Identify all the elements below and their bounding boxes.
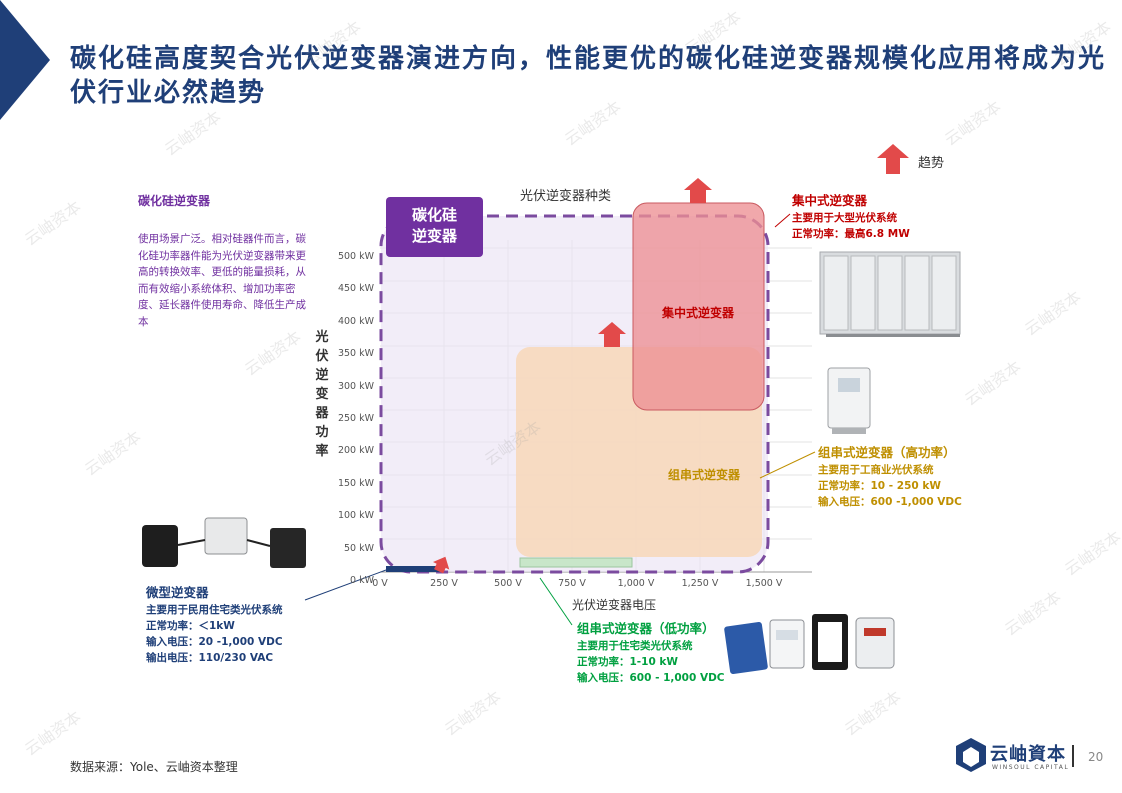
micro-info-line: 输出电压：110/230 VAC	[146, 652, 274, 664]
central-callout-line	[774, 213, 791, 228]
central-info-line: 正常功率：最高6.8 MW	[792, 228, 910, 240]
x-tick: 1,500 V	[745, 578, 783, 589]
micro-callout-line	[304, 569, 387, 601]
string-low-callout-line	[539, 577, 573, 626]
central-region-label: 集中式逆变器	[662, 306, 735, 320]
string-high-info-line: 输入电压：600 -1,000 VDC	[818, 496, 962, 508]
y-tick: 0 kW	[350, 575, 374, 587]
string-low-inverter-image	[724, 614, 895, 675]
data-source: 数据来源：Yole、云岫资本整理	[70, 760, 238, 774]
string-low-info-line: 输入电压：600 - 1,000 VDC	[577, 672, 725, 684]
string-region-label: 组串式逆变器	[668, 468, 741, 482]
micro-info-line: 主要用于民用住宅类光伏系统	[146, 604, 283, 616]
micro-up-arrow-icon	[432, 556, 450, 574]
string-high-info-line: 主要用于工商业光伏系统	[818, 464, 934, 476]
page-title: 碳化硅高度契合光伏逆变器演进方向，性能更优的碳化硅逆变器规模化应用将成为光伏行业…	[70, 44, 1107, 108]
string-low-power-region	[519, 557, 633, 568]
string-low-info-title: 组串式逆变器（低功率）	[577, 621, 715, 636]
string-high-info-block: 组串式逆变器（高功率） 主要用于工商业光伏系统 正常功率：10 - 250 kW…	[818, 444, 962, 510]
micro-info-line: 输入电压：20 -1,000 VDC	[146, 636, 283, 648]
sic-box-label: 碳化硅 逆变器	[411, 206, 457, 245]
y-tick: 450 kW	[337, 283, 374, 295]
y-tick: 200 kW	[337, 445, 374, 457]
x-axis-label: 光伏逆变器电压	[572, 598, 657, 612]
company-logo-subtitle: WINSOUL CAPITAL	[992, 764, 1070, 771]
micro-info-block: 微型逆变器 主要用于民用住宅类光伏系统 正常功率：＜1kW 输入电压：20 -1…	[146, 584, 283, 666]
central-info-line: 主要用于大型光伏系统	[792, 212, 897, 224]
title-arrow-icon	[0, 0, 50, 120]
string-low-info-line: 正常功率：1-10 kW	[577, 656, 678, 668]
x-tick: 250 V	[430, 578, 458, 589]
logo-divider	[1072, 745, 1074, 767]
company-logo-icon	[956, 738, 986, 772]
micro-info-line: 正常功率：＜1kW	[146, 620, 235, 632]
central-info-title: 集中式逆变器	[792, 193, 868, 208]
company-logo-name: 云岫資本	[990, 744, 1066, 765]
x-tick: 1,250 V	[681, 578, 719, 589]
x-tick: 1,000 V	[617, 578, 655, 589]
page-number: 20	[1088, 750, 1104, 764]
y-tick: 50 kW	[343, 542, 374, 554]
y-tick: 500 kW	[337, 251, 374, 262]
trend-legend-label: 趋势	[918, 156, 945, 171]
y-tick: 400 kW	[337, 315, 374, 327]
micro-inverter-image	[142, 517, 306, 568]
central-info-block: 集中式逆变器 主要用于大型光伏系统 正常功率：最高6.8 MW	[792, 192, 910, 242]
sic-inverter-description: 使用场景广泛。相对硅器件而言，碳化硅功率器件能为光伏逆变器带来更高的转换效率、更…	[138, 233, 306, 328]
trend-arrow-icon	[877, 144, 909, 174]
y-tick: 300 kW	[337, 380, 374, 392]
sic-inverter-heading: 碳化硅逆变器	[138, 194, 211, 208]
string-high-info-title: 组串式逆变器（高功率）	[818, 445, 956, 460]
micro-inverter-region	[386, 566, 442, 572]
y-tick: 100 kW	[337, 510, 374, 522]
string-high-info-line: 正常功率：10 - 250 kW	[818, 480, 941, 492]
x-tick: 0 V	[372, 578, 388, 589]
y-tick: 250 kW	[337, 413, 374, 425]
string-low-info-line: 主要用于住宅类光伏系统	[577, 640, 693, 652]
central-inverter-image	[819, 251, 961, 337]
string-high-callout-line	[759, 451, 816, 479]
sic-label-box	[386, 197, 483, 257]
chart-title: 光伏逆变器种类	[520, 189, 612, 204]
y-tick: 150 kW	[337, 477, 374, 489]
string-up-arrow-icon	[598, 322, 626, 347]
y-tick: 350 kW	[337, 348, 374, 360]
x-tick: 500 V	[494, 578, 522, 589]
central-up-arrow-icon	[684, 178, 712, 203]
string-low-info-block: 组串式逆变器（低功率） 主要用于住宅类光伏系统 正常功率：1-10 kW 输入电…	[577, 620, 725, 686]
micro-info-title: 微型逆变器	[146, 585, 209, 600]
x-tick: 750 V	[558, 578, 586, 589]
y-tick-labels: 500 kW 450 kW 400 kW 350 kW 300 kW 250 k…	[326, 241, 374, 597]
string-high-inverter-image	[827, 367, 871, 434]
y-axis-label: 光伏逆变器功率	[315, 330, 329, 459]
